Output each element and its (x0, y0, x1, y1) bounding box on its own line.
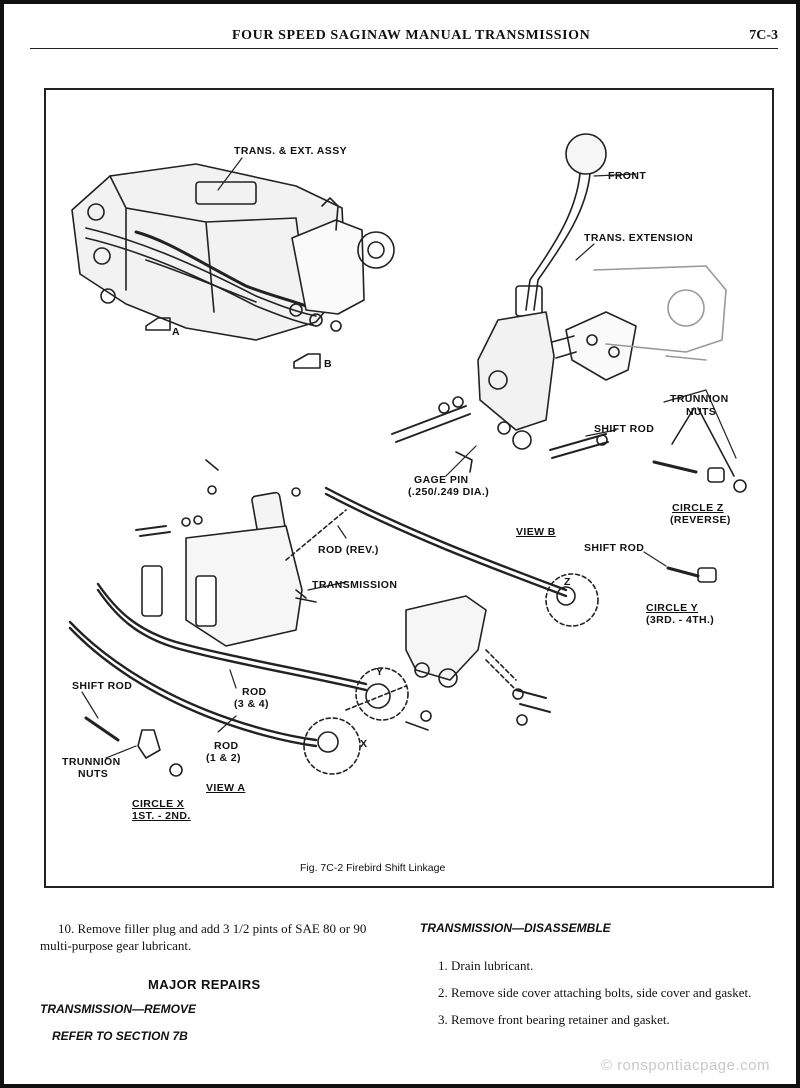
label-circle-y-sub: (3RD. - 4TH.) (646, 614, 715, 626)
label-trunnion-nuts-top-2: NUTS (686, 406, 717, 418)
watermark: © ronspontiacpage.com (600, 1057, 770, 1074)
trans-ext-assembly-drawing (71, 163, 395, 341)
label-letter-y: Y (376, 666, 384, 678)
label-circle-z: CIRCLE Z (672, 502, 724, 514)
trans-extension-drawing (593, 265, 727, 361)
label-letter-z: Z (564, 576, 571, 588)
label-arrow-a: A (172, 326, 180, 338)
label-view-a: VIEW A (206, 782, 246, 794)
label-circle-z-sub: (REVERSE) (670, 514, 731, 526)
label-circle-x-sub: 1ST. - 2ND. (132, 810, 191, 822)
label-gage-pin-dia: (.250/.249 DIA.) (408, 486, 490, 498)
leader-lines (81, 157, 737, 759)
figure-caption: Fig. 7C-2 Firebird Shift Linkage (300, 862, 446, 874)
label-trunnion-nuts-left: TRUNNION (62, 756, 121, 768)
step-3-text: 3. Remove front bearing retainer and gas… (438, 1012, 670, 1027)
shift-lever-drawing (391, 133, 637, 473)
label-transmission: TRANSMISSION (312, 579, 398, 591)
label-trans-extension: TRANS. EXTENSION (584, 232, 694, 244)
refer-section-text: REFER TO SECTION 7B (52, 1029, 188, 1043)
label-shift-rod-mid: SHIFT ROD (584, 542, 645, 554)
label-rod-3-4: ROD (242, 686, 267, 698)
view-a-linkage (68, 459, 599, 777)
label-rod-3-4-sub: (3 & 4) (234, 698, 269, 710)
transmission-remove-heading: TRANSMISSION—REMOVE (40, 1002, 197, 1016)
label-circle-x: CIRCLE X (132, 798, 185, 810)
label-view-b: VIEW B (516, 526, 556, 538)
label-front: FRONT (608, 170, 647, 182)
page-title: FOUR SPEED SAGINAW MANUAL TRANSMISSION (232, 28, 591, 43)
label-shift-rod-top: SHIFT ROD (594, 423, 655, 435)
circle-y-inset (666, 566, 717, 583)
major-repairs-heading: MAJOR REPAIRS (148, 977, 261, 992)
transmission-disassemble-heading: TRANSMISSION—DISASSEMBLE (420, 921, 611, 935)
label-arrow-b: B (324, 358, 332, 370)
label-rod-1-2: ROD (214, 740, 239, 752)
page-number: 7C-3 (749, 28, 778, 43)
label-trans-ext-assy: TRANS. & EXT. ASSY (234, 145, 347, 157)
label-rod-rev: ROD (REV.) (318, 544, 379, 556)
trunnion-assembly-top (652, 407, 747, 493)
step-10-text: 10. Remove filler plug and add 3 1/2 pin… (40, 921, 367, 953)
label-circle-y: CIRCLE Y (646, 602, 699, 614)
header-rule (30, 48, 778, 49)
label-trunnion-nuts-left-2: NUTS (78, 768, 109, 780)
label-letter-x: X (360, 738, 368, 750)
shift-linkage-diagram (68, 133, 747, 777)
label-gage-pin: GAGE PIN (414, 474, 469, 486)
label-rod-1-2-sub: (1 & 2) (206, 752, 241, 764)
right-column: TRANSMISSION—DISASSEMBLE 1. Drain lubric… (420, 920, 770, 1028)
step-2-text: 2. Remove side cover attaching bolts, si… (438, 985, 752, 1000)
label-trunnion-nuts-top: TRUNNION (670, 393, 729, 405)
label-shift-rod-left: SHIFT ROD (72, 680, 133, 692)
figure-frame: TRANS. & EXT. ASSY A B FRONT TRANS. EXTE… (44, 88, 774, 888)
step-1-text: 1. Drain lubricant. (438, 958, 534, 973)
page-header: FOUR SPEED SAGINAW MANUAL TRANSMISSION 7… (0, 22, 800, 54)
arrow-b-symbol (293, 353, 321, 369)
left-column: 10. Remove filler plug and add 3 1/2 pin… (40, 920, 390, 1045)
arrow-a-symbol (145, 317, 171, 331)
